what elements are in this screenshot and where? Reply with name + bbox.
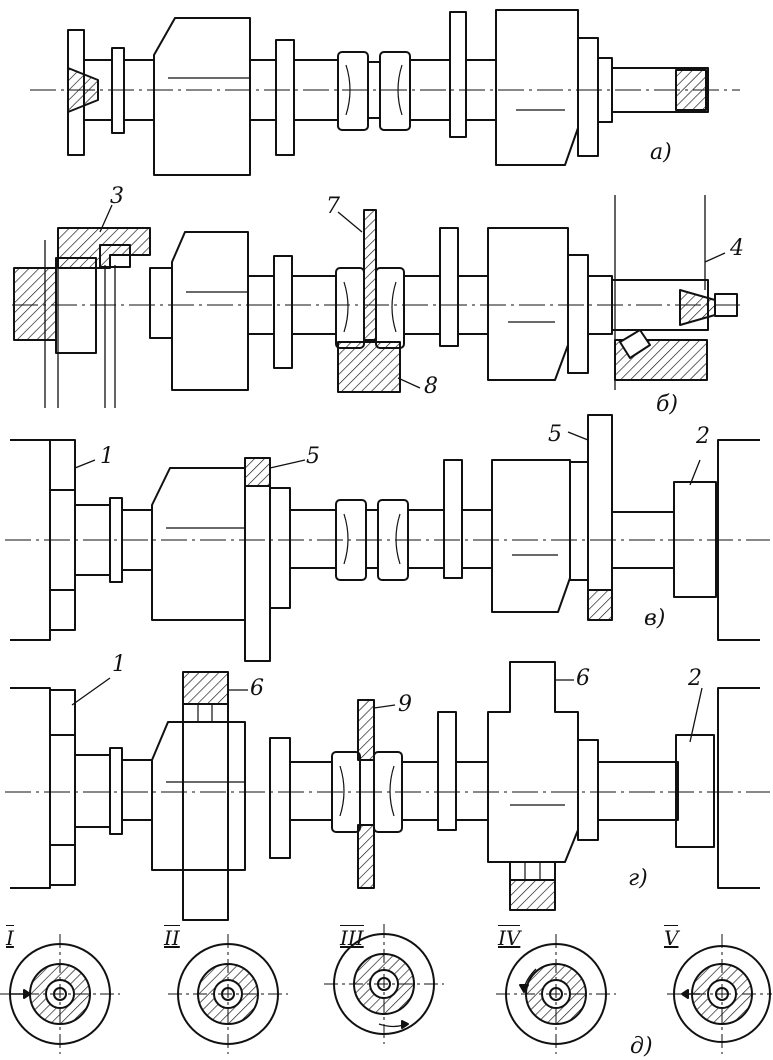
callout-2-view-g: 2 bbox=[688, 666, 702, 691]
position-label-IV: IV bbox=[498, 925, 521, 950]
section-II bbox=[168, 934, 288, 1054]
section-V bbox=[667, 934, 772, 1054]
position-label-III: III bbox=[340, 925, 364, 950]
callout-6-left: 6 bbox=[250, 676, 264, 701]
view-label-g: г) bbox=[628, 866, 648, 891]
view-label-d: д) bbox=[630, 1034, 653, 1059]
section-I bbox=[0, 934, 120, 1054]
callout-1-view-v: 1 bbox=[100, 444, 114, 469]
callout-7: 7 bbox=[326, 194, 340, 219]
view-a-crankshaft bbox=[30, 9, 740, 176]
callout-9: 9 bbox=[398, 692, 412, 717]
leader-lines bbox=[71, 204, 726, 743]
callout-5-left: 5 bbox=[306, 444, 320, 469]
view-label-a: а) bbox=[650, 140, 672, 165]
callout-6-right: 6 bbox=[576, 666, 590, 691]
callout-4: 4 bbox=[730, 236, 744, 261]
callout-3: 3 bbox=[110, 184, 124, 209]
view-label-v: в) bbox=[644, 606, 666, 631]
callout-8: 8 bbox=[424, 374, 438, 399]
callout-1-view-g: 1 bbox=[112, 652, 126, 677]
view-g-crankshaft bbox=[5, 661, 770, 921]
callout-2-view-v: 2 bbox=[696, 424, 710, 449]
view-d-sections bbox=[0, 924, 772, 1054]
section-III bbox=[324, 924, 444, 1044]
position-label-V: V bbox=[664, 925, 679, 950]
callout-5-right: 5 bbox=[548, 422, 562, 447]
section-IV bbox=[496, 934, 616, 1054]
view-label-b: б) bbox=[656, 392, 679, 417]
view-v-crankshaft bbox=[5, 414, 770, 662]
position-label-II: II bbox=[164, 925, 180, 950]
view-b-crankshaft bbox=[12, 195, 745, 408]
position-label-I: I bbox=[6, 925, 14, 950]
